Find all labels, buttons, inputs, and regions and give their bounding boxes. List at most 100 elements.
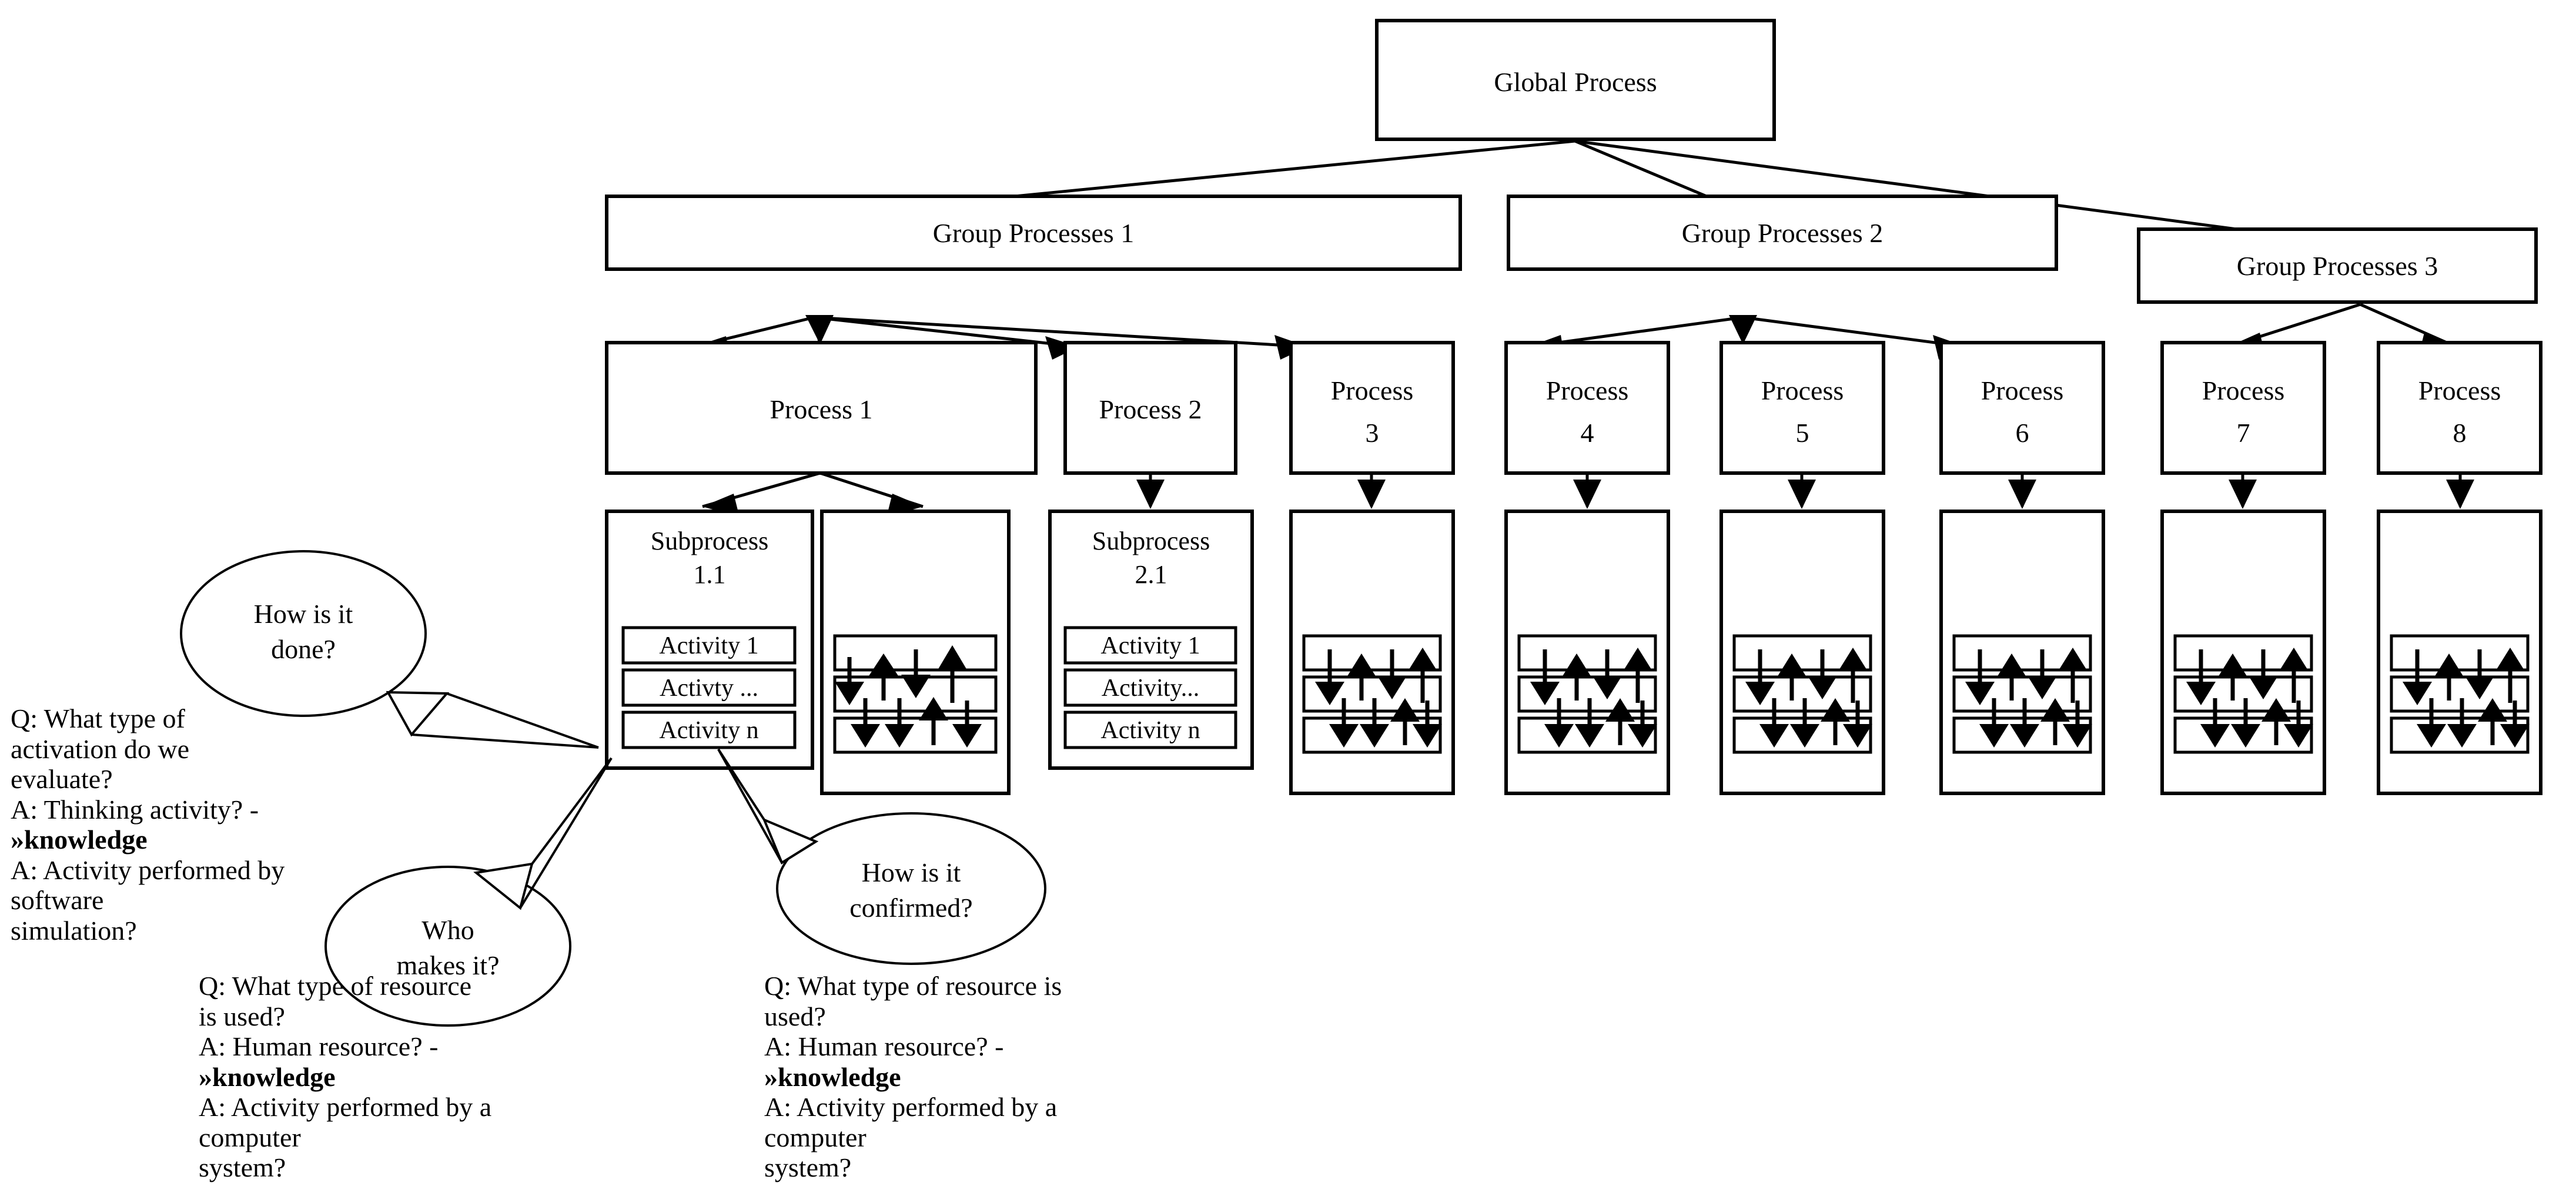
flow-arrow-down-icon bbox=[2249, 649, 2278, 699]
flow-arrow-up-icon bbox=[1562, 654, 1591, 701]
qa-line: system? bbox=[764, 1152, 852, 1183]
qa-line: A: Activity performed by software bbox=[11, 854, 292, 916]
callout-who-makes[interactable]: Who makes it? bbox=[324, 862, 571, 1027]
qa-line: A: Activity performed by a computer bbox=[764, 1092, 1064, 1152]
diagram-canvas: Global Process Group Processes 1 Group P… bbox=[11, 19, 2542, 1182]
flow-panel[interactable] bbox=[2160, 510, 2326, 795]
activity-label: Activity 1 bbox=[659, 632, 758, 659]
flow-arrow-down-icon bbox=[1593, 649, 1622, 699]
flow-panel[interactable] bbox=[2377, 510, 2542, 795]
flow-panel[interactable] bbox=[1939, 510, 2105, 795]
qa-line: system? bbox=[199, 1152, 286, 1183]
qa-line: evaluate? bbox=[11, 764, 113, 795]
panel-subprocess-1-1[interactable]: Subprocess 1.1 Activity 1 Activty ... Ac… bbox=[605, 510, 814, 770]
node-group-processes-3[interactable]: Group Processes 3 bbox=[2137, 227, 2538, 304]
activity-label: Activity 1 bbox=[1100, 632, 1200, 659]
qa-keyword: »knowledge bbox=[199, 1061, 336, 1092]
panel-subprocess-1-1-title-line2: 1.1 bbox=[694, 560, 726, 589]
node-process-2-label: Process 2 bbox=[1099, 394, 1202, 424]
qa-line: Q: What type of resource is used? bbox=[199, 971, 479, 1031]
callout-who-makes-line2: makes it? bbox=[397, 950, 500, 980]
node-process-7[interactable]: Process 7 bbox=[2160, 341, 2326, 475]
qa-line: A: Activity performed by a computer bbox=[199, 1092, 499, 1152]
flow-arrow-down-icon bbox=[1315, 649, 1344, 705]
activity-row[interactable]: Activity n bbox=[621, 711, 797, 749]
flow-arrow-up-icon bbox=[2495, 648, 2525, 703]
node-group-processes-2[interactable]: Group Processes 2 bbox=[1507, 195, 2058, 271]
node-process-8-label-line2: 8 bbox=[2453, 418, 2467, 448]
flow-arrow-down-icon bbox=[1575, 698, 1604, 748]
flow-arrow-up-icon bbox=[1623, 648, 1652, 703]
node-process-8[interactable]: Process 8 bbox=[2377, 341, 2542, 475]
flow-arrow-down-icon bbox=[1843, 701, 1872, 748]
flow-panel[interactable] bbox=[1504, 510, 1670, 795]
flow-arrow-down-icon bbox=[952, 701, 982, 748]
activity-row[interactable]: Activity... bbox=[1063, 668, 1237, 707]
flow-arrow-down-icon bbox=[1360, 698, 1389, 748]
node-process-4[interactable]: Process 4 bbox=[1504, 341, 1670, 475]
flow-panel[interactable] bbox=[820, 510, 1011, 795]
callout-how-confirmed-line2: confirmed? bbox=[849, 893, 972, 923]
flow-panel[interactable] bbox=[1719, 510, 1885, 795]
flow-arrow-down-icon bbox=[1979, 698, 2009, 748]
flow-arrow-down-icon bbox=[1628, 701, 1657, 748]
qa-line: Q: What type of activation do we bbox=[11, 703, 192, 764]
activity-row[interactable]: Activty ... bbox=[621, 668, 797, 707]
activity-label: Activity... bbox=[1102, 675, 1199, 702]
activity-row[interactable]: Activity 1 bbox=[1063, 626, 1237, 665]
process-hierarchy-diagram: Global Process Group Processes 1 Group P… bbox=[180, 19, 2542, 1027]
flow-arrow-up-icon bbox=[2040, 698, 2070, 745]
flow-arrow-down-icon bbox=[1759, 698, 1789, 748]
flow-arrow-down-icon bbox=[2063, 701, 2092, 748]
node-process-1[interactable]: Process 1 bbox=[605, 341, 1038, 475]
flow-arrow-up-icon bbox=[2478, 698, 2507, 745]
node-process-5[interactable]: Process 5 bbox=[1719, 341, 1885, 475]
flow-arrow-down-icon bbox=[1377, 649, 1407, 699]
node-group-processes-2-label: Group Processes 2 bbox=[1682, 218, 1883, 248]
panel-subprocess-2-1-title-line1: Subprocess bbox=[1092, 527, 1210, 555]
flow-arrow-down-icon bbox=[1965, 649, 1995, 705]
flow-arrow-up-icon bbox=[919, 697, 948, 745]
flow-panel[interactable] bbox=[1289, 510, 1455, 795]
node-process-2[interactable]: Process 2 bbox=[1063, 341, 1237, 475]
callout-how-confirmed[interactable]: How is it confirmed? bbox=[762, 812, 1046, 965]
flow-arrow-down-icon bbox=[2028, 649, 2057, 699]
node-process-5-label-line1: Process bbox=[1761, 376, 1844, 405]
flow-arrow-down-icon bbox=[1808, 649, 1837, 699]
flow-arrow-down-icon bbox=[1329, 698, 1359, 748]
node-process-3[interactable]: Process 3 bbox=[1289, 341, 1455, 475]
callout-leader-lines bbox=[411, 692, 783, 909]
qa-line: A: Human resource? - »knowledge bbox=[764, 1031, 1011, 1092]
panel-subprocess-2-1[interactable]: Subprocess 2.1 Activity 1 Activity... Ac… bbox=[1048, 510, 1254, 770]
activity-row[interactable]: Activity 1 bbox=[621, 626, 797, 665]
activity-label: Activity n bbox=[1100, 717, 1200, 744]
qa-keyword: »knowledge bbox=[764, 1061, 901, 1092]
panel-subprocess-1-1-title-line1: Subprocess bbox=[651, 527, 768, 555]
flow-arrow-down-icon bbox=[2284, 701, 2313, 748]
flow-arrow-down-icon bbox=[851, 698, 880, 748]
flow-arrow-down-icon bbox=[2417, 698, 2446, 748]
flow-arrow-down-icon bbox=[1790, 698, 1819, 748]
node-process-7-label-line1: Process bbox=[2202, 376, 2285, 405]
flow-arrow-up-icon bbox=[1408, 648, 1437, 703]
flow-arrow-down-icon bbox=[901, 649, 931, 698]
flow-arrow-up-icon bbox=[1605, 698, 1635, 745]
qa-line: Q: What type of resource is used? bbox=[764, 971, 1069, 1031]
callout-how-done[interactable]: How is it done? bbox=[180, 550, 450, 737]
node-process-6-label-line1: Process bbox=[1981, 376, 2064, 405]
activity-label: Activity n bbox=[659, 717, 758, 744]
qa-line: A: Thinking activity? - »knowledge bbox=[11, 794, 266, 855]
node-global-process[interactable]: Global Process bbox=[1375, 19, 1776, 141]
flow-arrow-down-icon bbox=[2403, 649, 2432, 705]
node-process-6[interactable]: Process 6 bbox=[1939, 341, 2105, 475]
flow-arrow-up-icon bbox=[2218, 654, 2247, 701]
callout-how-confirmed-line1: How is it bbox=[862, 857, 961, 887]
flow-arrow-up-icon bbox=[2279, 648, 2309, 703]
node-global-process-label: Global Process bbox=[1494, 67, 1657, 97]
node-process-8-label-line1: Process bbox=[2418, 376, 2501, 405]
activity-row[interactable]: Activity n bbox=[1063, 711, 1237, 749]
flow-arrow-down-icon bbox=[2200, 698, 2230, 748]
flow-arrow-up-icon bbox=[1390, 698, 1420, 745]
node-group-processes-1[interactable]: Group Processes 1 bbox=[605, 195, 1462, 271]
